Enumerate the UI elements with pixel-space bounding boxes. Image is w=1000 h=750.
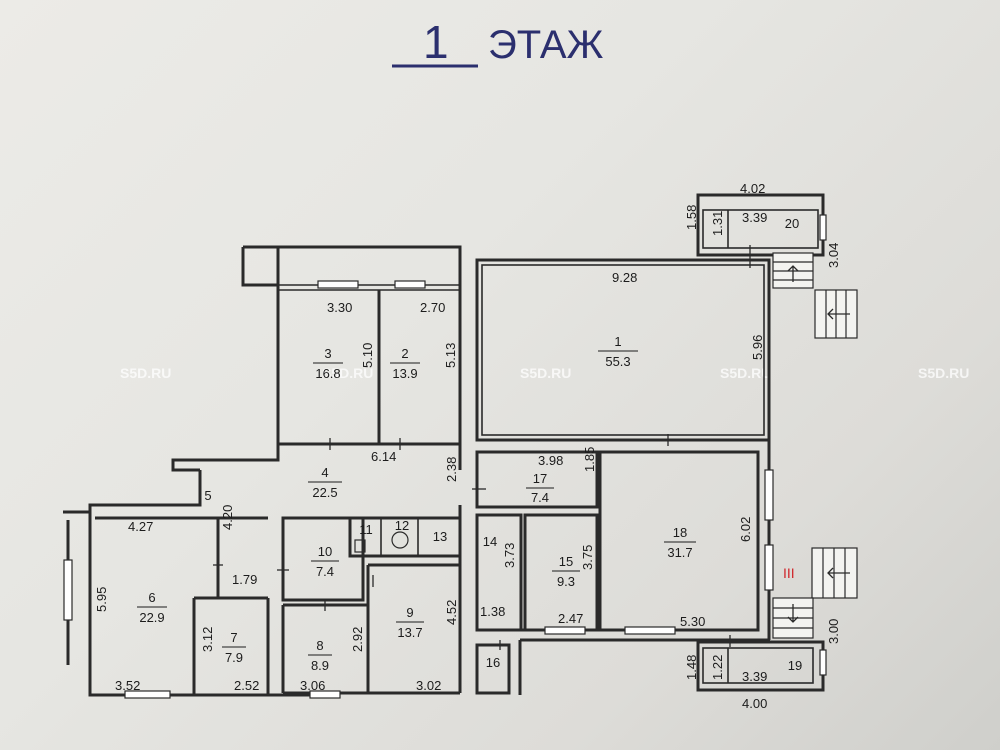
dimension-label: 4.00: [742, 696, 767, 711]
room-area: 55.3: [605, 354, 630, 369]
dimension-label: 4.27: [128, 519, 153, 534]
dimension-label: 3.00: [826, 619, 841, 644]
room-area: 16.8: [315, 366, 340, 381]
dimension-label: 1.38: [480, 604, 505, 619]
dimension-label: 4.02: [740, 181, 765, 196]
dimension-label: 5.96: [750, 335, 765, 360]
dimension-label: 2.38: [444, 457, 459, 482]
dimensions: 4.02 1.58 1.31 3.39 3.04 9.28 3.30 2.70 …: [94, 181, 841, 711]
room-labels: 1 55.3 2 13.9 3 16.8 4 22.5 5 6 22.9 7 7…: [137, 216, 802, 673]
room-number: 14: [483, 534, 497, 549]
room-number: 8: [316, 638, 323, 653]
dimension-label: 1.85: [582, 447, 597, 472]
room-area: 13.9: [392, 366, 417, 381]
room-area: 9.3: [557, 574, 575, 589]
room-number: 20: [785, 216, 799, 231]
room-number: 10: [318, 544, 332, 559]
room-area: 22.5: [312, 485, 337, 500]
room-number: 17: [533, 471, 547, 486]
room-area: 8.9: [311, 658, 329, 673]
dimension-label: 9.28: [612, 270, 637, 285]
watermark: S5D.RU: [520, 365, 571, 381]
entrance-label: III: [783, 565, 795, 581]
room-area: 31.7: [667, 545, 692, 560]
dimension-label: 2.70: [420, 300, 445, 315]
dimension-label: 5.95: [94, 587, 109, 612]
room-number: 5: [204, 488, 211, 503]
toilet-icon: [391, 531, 409, 549]
dimension-label: 3.04: [826, 243, 841, 268]
room-number: 19: [788, 658, 802, 673]
room-area: 13.7: [397, 625, 422, 640]
sink-icon: [354, 539, 366, 553]
dimension-label: 1.48: [684, 655, 699, 680]
dimension-label: 1.22: [710, 655, 725, 680]
room-number: 15: [559, 554, 573, 569]
dimension-label: 4.52: [444, 600, 459, 625]
stair-arrow-icon: [827, 567, 850, 579]
room-number: 2: [401, 346, 408, 361]
room-number: 1: [614, 334, 621, 349]
floor-label: ЭТАЖ: [488, 23, 604, 67]
dimension-label: 3.02: [416, 678, 441, 693]
room-number: 13: [433, 529, 447, 544]
dimension-label: 5.30: [680, 614, 705, 629]
watermark: S5D.RU: [322, 365, 373, 381]
dimension-label: 3.98: [538, 453, 563, 468]
room-area: 7.4: [531, 490, 549, 505]
room-number: 3: [324, 346, 331, 361]
dimension-label: 1.79: [232, 572, 257, 587]
watermark: S5D.RU: [918, 365, 969, 381]
room-number: 4: [321, 465, 328, 480]
watermark: S5D.RU: [720, 365, 771, 381]
room-number: 11: [359, 522, 373, 537]
room-area: 7.9: [225, 650, 243, 665]
stair-arrow-icon: [787, 604, 799, 623]
room-area: 7.4: [316, 564, 334, 579]
door-marks: [213, 245, 751, 650]
watermark: S5D.RU: [120, 365, 171, 381]
room-number: 9: [406, 605, 413, 620]
stair-arrow-icon: [827, 308, 850, 320]
dimension-label: 3.39: [742, 210, 767, 225]
dimension-label: 5.10: [360, 343, 375, 368]
dimension-label: 3.12: [200, 627, 215, 652]
dimension-label: 3.52: [115, 678, 140, 693]
walls: [63, 193, 825, 697]
dimension-label: 1.31: [710, 211, 725, 236]
dimension-label: 5.13: [443, 343, 458, 368]
dimension-label: 3.06: [300, 678, 325, 693]
room-number: 16: [486, 655, 500, 670]
dimension-label: 4.20: [220, 505, 235, 530]
room-number: 12: [395, 518, 409, 533]
room-number: 6: [148, 590, 155, 605]
floor-number: 1: [423, 16, 449, 68]
dimension-label: 2.52: [234, 678, 259, 693]
dimension-label: 1.58: [684, 205, 699, 230]
dimension-label: 3.75: [580, 545, 595, 570]
room-area: 22.9: [139, 610, 164, 625]
room-number: 7: [230, 630, 237, 645]
dimension-label: 6.14: [371, 449, 396, 464]
dimension-label: 3.30: [327, 300, 352, 315]
dimension-label: 3.39: [742, 669, 767, 684]
dimension-label: 2.92: [350, 627, 365, 652]
dimension-label: 2.47: [558, 611, 583, 626]
room-number: 18: [673, 525, 687, 540]
windows: [63, 214, 827, 699]
dimension-label: 6.02: [738, 517, 753, 542]
dimension-label: 3.73: [502, 543, 517, 568]
stair-arrow-icon: [787, 265, 799, 282]
